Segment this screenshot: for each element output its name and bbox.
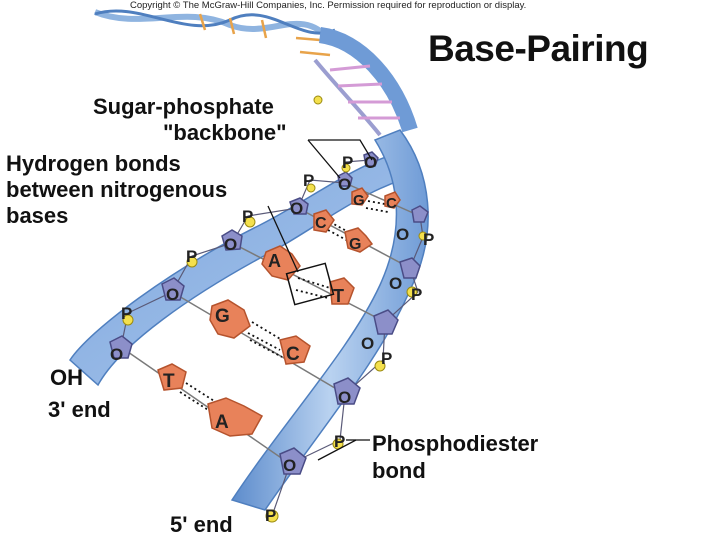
sugar-phosphate-label-line2: "backbone" <box>163 120 287 145</box>
p-label: P <box>411 285 422 304</box>
o-label: O <box>396 225 409 244</box>
base-letter-g2: G <box>349 236 361 253</box>
hydrogen-bonds-label-line3: bases <box>6 203 69 228</box>
p-label: P <box>334 432 345 451</box>
p-label: P <box>186 247 197 266</box>
hydrogen-bond-highlight-box <box>285 262 335 306</box>
base-letter-t5: T <box>163 371 175 392</box>
base-letter-g4: G <box>215 306 230 327</box>
o-label: O <box>166 285 179 304</box>
base-c-4 <box>279 335 311 365</box>
base-letter-a5: A <box>215 412 229 433</box>
p-label: P <box>121 304 132 323</box>
base-letter-g1: G <box>353 192 365 209</box>
p-label: P <box>265 506 276 525</box>
sugar-phosphate-leader-2 <box>307 139 341 179</box>
phosphodiester-label-line1: Phosphodiester <box>372 431 539 456</box>
copyright-notice: Copyright © The McGraw-Hill Companies, I… <box>130 0 527 11</box>
phosphodiester-label-line2: bond <box>372 458 426 483</box>
base-letter-a3: A <box>268 251 281 271</box>
sugar-phosphate-label-line1: Sugar-phosphate <box>93 94 274 119</box>
base-a-5 <box>207 397 264 437</box>
p-label: P <box>303 171 314 190</box>
base-c-2 <box>313 209 335 233</box>
base-g-1 <box>351 187 369 206</box>
nitrogenous-bases <box>157 187 401 437</box>
leader-lines <box>267 139 373 461</box>
o-label: O <box>290 199 303 218</box>
base-letter-t3: T <box>333 286 344 306</box>
p-label: P <box>381 349 392 368</box>
o-label: O <box>283 456 296 475</box>
sugar-phosphate-leader <box>308 139 373 161</box>
base-c-1 <box>384 191 401 209</box>
five-prime-end-label: 5' end <box>170 512 233 537</box>
o-label: O <box>110 345 123 364</box>
hydrogen-bonds-label-line1: Hydrogen bonds <box>6 151 181 176</box>
o-label: O <box>389 274 402 293</box>
helix-twist-background <box>93 9 418 137</box>
o-label: O <box>338 175 351 194</box>
oxygen-labels: O O O O O O O O O O O <box>110 153 409 475</box>
base-letter-c1: C <box>386 195 397 212</box>
hydrogen-bonds-label-line2: between nitrogenous <box>6 177 228 202</box>
base-letter-c2: C <box>315 215 327 232</box>
base-t-5 <box>157 363 187 391</box>
base-g-2 <box>344 227 374 253</box>
oh-label: OH <box>50 365 83 390</box>
page-title: Base-Pairing <box>428 28 649 69</box>
p-label: P <box>423 230 434 249</box>
base-letters: G C C G A T G C T A <box>163 192 397 433</box>
phosphate-labels: P P P P P P P P P P <box>121 153 434 525</box>
base-t-3 <box>329 277 355 305</box>
three-prime-end-label: 3' end <box>48 397 111 422</box>
o-label: O <box>224 235 237 254</box>
hydrogen-bonds-leader <box>267 205 299 273</box>
base-g-4 <box>209 299 251 339</box>
sugars <box>109 151 429 475</box>
o-label: O <box>338 388 351 407</box>
o-label: O <box>361 334 374 353</box>
p-label: P <box>242 207 253 226</box>
base-letter-c4: C <box>286 344 300 365</box>
o-label: O <box>364 153 377 172</box>
p-label: P <box>342 153 353 172</box>
